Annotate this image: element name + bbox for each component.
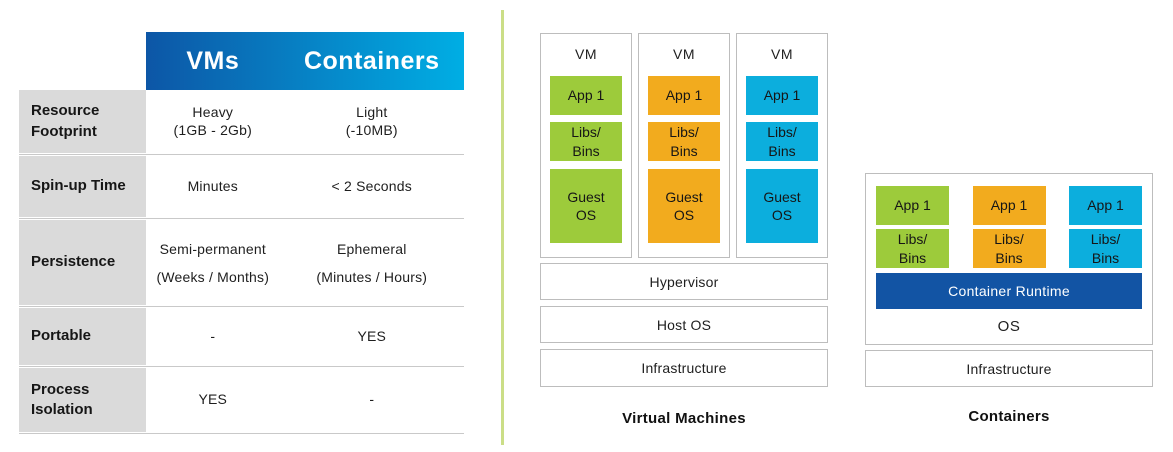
cell-vms: Heavy (1GB - 2Gb) xyxy=(173,104,252,138)
app-block: App 1 xyxy=(876,186,949,225)
table-row-process-isolation: Process Isolation YES - xyxy=(19,368,464,432)
section-divider-line xyxy=(501,10,504,445)
cell-containers: Ephemeral (Minutes / Hours) xyxy=(316,240,428,285)
cell-containers: < 2 Seconds xyxy=(331,177,412,194)
table-header-vms: VMs xyxy=(186,46,240,75)
row-label: Spin-up Time xyxy=(19,156,146,217)
container-columns: App 1 Libs/ Bins App 1 Libs/ Bins App 1 … xyxy=(876,186,1142,268)
vm-stack-title: VM xyxy=(575,46,597,62)
libs-bins-block: Libs/ Bins xyxy=(1069,229,1142,268)
table-row-persistence: Persistence Semi-permanent (Weeks / Mont… xyxy=(19,220,464,305)
table-row-portable: Portable - YES xyxy=(19,308,464,365)
cell-vms: YES xyxy=(198,391,228,408)
vm-stacks: VM App 1 Libs/ Bins Guest OS VM App 1 Li… xyxy=(540,33,828,258)
container-column-green: App 1 Libs/ Bins xyxy=(876,186,949,268)
cell-vms: Minutes xyxy=(187,177,238,194)
hypervisor-layer: Hypervisor xyxy=(540,263,828,300)
os-label: OS xyxy=(997,318,1021,335)
vm-architecture-diagram: VM App 1 Libs/ Bins Guest OS VM App 1 Li… xyxy=(540,33,828,433)
row-label: Resource Footprint xyxy=(19,90,146,153)
cell-containers: - xyxy=(369,391,375,408)
table-row-resource-footprint: Resource Footprint Heavy (1GB - 2Gb) Lig… xyxy=(19,90,464,153)
libs-bins-block: Libs/ Bins xyxy=(648,122,720,161)
vm-stack-title: VM xyxy=(771,46,793,62)
cell-containers: YES xyxy=(357,327,387,344)
vm-stack-orange: VM App 1 Libs/ Bins Guest OS xyxy=(638,33,730,258)
vm-stack-title: VM xyxy=(673,46,695,62)
table-header: VMs Containers xyxy=(146,32,464,90)
cell-vms: - xyxy=(210,327,216,344)
guest-os-block: Guest OS xyxy=(648,169,720,243)
libs-bins-block: Libs/ Bins xyxy=(550,122,622,161)
vm-stack-green: VM App 1 Libs/ Bins Guest OS xyxy=(540,33,632,258)
app-block: App 1 xyxy=(648,76,720,115)
vm-diagram-caption: Virtual Machines xyxy=(622,410,746,427)
container-column-cyan: App 1 Libs/ Bins xyxy=(1069,186,1142,268)
libs-bins-block: Libs/ Bins xyxy=(972,229,1046,268)
app-block: App 1 xyxy=(1069,186,1142,225)
cell-vms: Semi-permanent (Weeks / Months) xyxy=(156,240,270,285)
table-header-containers: Containers xyxy=(303,46,440,75)
app-block: App 1 xyxy=(972,186,1046,225)
libs-bins-block: Libs/ Bins xyxy=(876,229,949,268)
containers-diagram-caption: Containers xyxy=(968,408,1050,425)
libs-bins-block: Libs/ Bins xyxy=(746,122,818,161)
app-block: App 1 xyxy=(550,76,622,115)
row-label: Persistence xyxy=(19,220,146,305)
infrastructure-layer: Infrastructure xyxy=(540,349,828,387)
row-label: Portable xyxy=(19,308,146,365)
container-column-orange: App 1 Libs/ Bins xyxy=(972,186,1046,268)
comparison-table: Resource Footprint Heavy (1GB - 2Gb) Lig… xyxy=(19,90,464,435)
host-os-layer: Host OS xyxy=(540,306,828,343)
guest-os-block: Guest OS xyxy=(550,169,622,243)
guest-os-block: Guest OS xyxy=(746,169,818,243)
containers-host-box: App 1 Libs/ Bins App 1 Libs/ Bins App 1 … xyxy=(865,173,1153,345)
table-row-spin-up-time: Spin-up Time Minutes < 2 Seconds xyxy=(19,156,464,217)
infrastructure-layer: Infrastructure xyxy=(865,350,1153,387)
row-label: Process Isolation xyxy=(19,368,146,432)
containers-architecture-diagram: App 1 Libs/ Bins App 1 Libs/ Bins App 1 … xyxy=(865,173,1153,433)
app-block: App 1 xyxy=(746,76,818,115)
container-runtime-bar: Container Runtime xyxy=(876,273,1142,309)
cell-containers: Light (-10MB) xyxy=(345,104,398,138)
vm-stack-cyan: VM App 1 Libs/ Bins Guest OS xyxy=(736,33,828,258)
row-divider xyxy=(19,432,464,435)
